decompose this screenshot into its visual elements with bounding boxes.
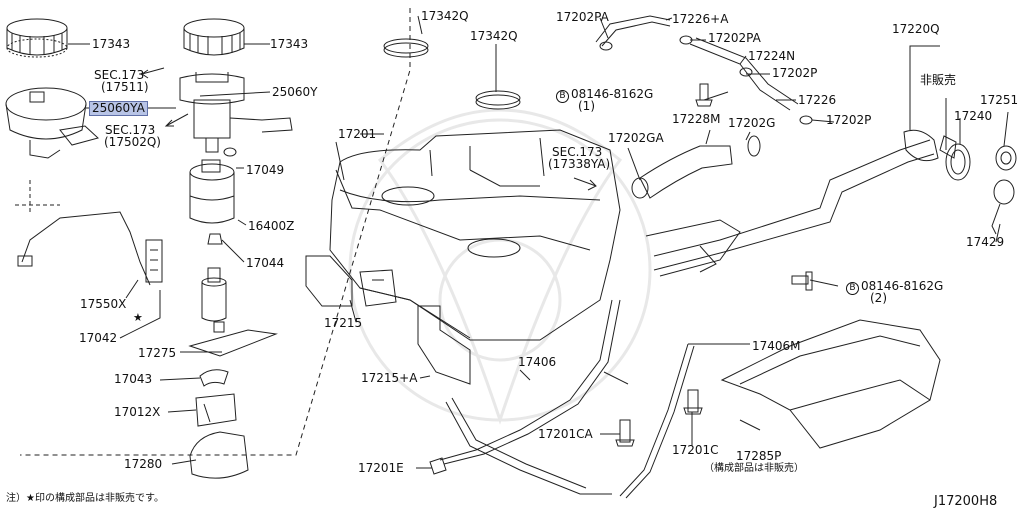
clip-17202p-b-icon	[799, 115, 813, 125]
label-17550x: 17550X	[80, 297, 127, 311]
clip-17202pa-a-icon	[599, 41, 613, 51]
bolt-08146-b-icon	[791, 271, 813, 291]
label-17220q: 17220Q	[892, 22, 940, 36]
label-17202p-a: 17202P	[772, 66, 818, 80]
label-17202g: 17202G	[728, 116, 776, 130]
label-bolt-08146-a-code: 08146-8162G	[571, 87, 654, 101]
pump-17042-icon	[201, 267, 227, 333]
label-bolt-08146-a-qty: (1)	[578, 99, 595, 113]
bolt-08146-a-icon	[695, 83, 713, 107]
ring-17343-a-icon	[6, 18, 68, 58]
ring-17342q-a-icon	[383, 38, 429, 58]
tether-17429-icon	[991, 179, 1015, 235]
label-17215: 17215	[324, 316, 363, 330]
label-17342q-b: 17342Q	[470, 29, 518, 43]
label-17429: 17429	[966, 235, 1005, 249]
bracket-17215a-icon	[417, 305, 471, 385]
clamp-17202g-icon	[747, 135, 761, 157]
label-17285p: 17285P	[736, 449, 782, 463]
label-17201ca: 17201CA	[538, 427, 593, 441]
holder-17012x-icon	[195, 393, 237, 427]
label-17406m: 17406M	[752, 339, 801, 353]
label-25060y: 25060Y	[272, 85, 318, 99]
label-17049: 17049	[246, 163, 285, 177]
nut-17201e-icon	[429, 457, 447, 475]
label-17201: 17201	[338, 127, 377, 141]
fuel-tank-icon	[329, 129, 621, 341]
clamp-17202ga-icon	[631, 177, 649, 199]
strap-17406m-icon	[619, 343, 689, 497]
label-17406: 17406	[518, 355, 557, 369]
cup-17280-icon	[189, 431, 249, 479]
label-17202pa-b: 17202PA	[708, 31, 761, 45]
label-17342q-a: 17342Q	[421, 9, 469, 23]
filler-tube-17220q-icon	[645, 129, 939, 277]
label-sec173-17511-line2: (17511)	[101, 80, 149, 94]
clip-17202p-a-icon	[739, 67, 753, 77]
label-17240: 17240	[954, 109, 993, 123]
label-17275: 17275	[138, 346, 177, 360]
label-16400z: 16400Z	[248, 219, 295, 233]
wire-harness-icon	[17, 211, 163, 286]
fuel-filter-icon	[189, 159, 235, 224]
connector-17215-icon	[359, 269, 397, 307]
watermark-emblem	[348, 108, 652, 425]
breather-tube-17226a-icon	[595, 15, 671, 43]
label-not-for-sale: 非販売	[920, 73, 957, 87]
fuel-pump-module-icon	[5, 87, 100, 159]
label-17202pa-a: 17202PA	[556, 10, 609, 24]
label-sec173-17502q-line1: SEC.173	[105, 123, 156, 137]
diagram-code: J17200H8	[934, 494, 998, 509]
label-17226a: 17226+A	[672, 12, 729, 26]
filler-neck-17240-icon	[945, 143, 971, 181]
bolt-17201c-icon	[683, 389, 703, 415]
label-sec173-17511-line1: SEC.173	[94, 68, 145, 82]
fuel-cap-17251-icon	[995, 145, 1017, 171]
bolt-mark-b-icon-2: B	[846, 282, 859, 295]
label-17202ga: 17202GA	[608, 131, 664, 145]
label-sec173-17338ya-line1: SEC.173	[552, 145, 603, 159]
breather-tube-17224n-icon	[689, 43, 791, 111]
bolt-17201ca-icon	[615, 419, 635, 447]
label-17044: 17044	[246, 256, 285, 270]
label-17042: 17042	[79, 331, 118, 345]
filler-hose-17228m-icon	[639, 145, 733, 199]
strainer-17275-icon	[188, 329, 278, 357]
dashed-boundary-left	[20, 8, 411, 456]
ring-17343-b-icon	[183, 18, 245, 56]
star-mark-icon: ★	[133, 311, 143, 324]
screw-17044-icon	[207, 233, 223, 245]
sender-unit-icon	[179, 72, 293, 157]
ring-17342q-b-icon	[475, 90, 521, 110]
label-17285p-note: （構成部品は非販売）	[704, 463, 804, 474]
label-bolt-08146-b-code: 08146-8162G	[861, 279, 944, 293]
label-17201c: 17201C	[672, 443, 719, 457]
label-sec173-17338ya-line2: (17338YA)	[548, 157, 611, 171]
label-17202p-b: 17202P	[826, 113, 872, 127]
label-17343-b: 17343	[270, 37, 309, 51]
label-17228m: 17228M	[672, 112, 721, 126]
label-25060ya-highlighted[interactable]: 25060YA	[89, 101, 148, 116]
label-17251: 17251	[980, 93, 1019, 107]
label-17215a: 17215+A	[361, 371, 418, 385]
label-bolt-08146-b-qty: (2)	[870, 291, 887, 305]
label-17012x: 17012X	[114, 405, 161, 419]
filler-lid-icon	[939, 135, 957, 159]
footnote: 注）★印の構成部品は非販売です。	[6, 493, 164, 504]
label-sec173-17502q-line2: (17502Q)	[104, 135, 161, 149]
strap-17406-icon	[439, 299, 613, 461]
label-17226: 17226	[798, 93, 837, 107]
bolt-mark-b-icon: B	[556, 90, 569, 103]
label-17201e: 17201E	[358, 461, 404, 475]
label-17224n: 17224N	[748, 49, 796, 63]
label-17280: 17280	[124, 457, 163, 471]
clip-17043-icon	[199, 369, 229, 387]
label-17343-a: 17343	[92, 37, 131, 51]
bracket-17215-icon	[305, 255, 353, 307]
label-17043: 17043	[114, 372, 153, 386]
